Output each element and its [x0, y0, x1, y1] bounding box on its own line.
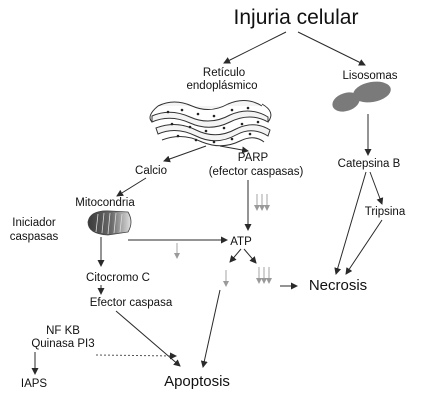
diagram-title: Injuria celular — [234, 6, 359, 29]
iniciador-label-1: Iniciador — [12, 217, 56, 229]
arrow-calcio-to-mitocondria — [116, 177, 147, 197]
endoplasmic-reticulum-illustration — [149, 100, 272, 147]
reticulo-label-2: endoplásmico — [187, 80, 258, 92]
parp-label-2: (efector caspasas) — [209, 166, 304, 178]
mitochondria-illustration — [87, 210, 132, 236]
citocromo-label: Citocromo C — [86, 272, 150, 284]
iniciador-label-2: caspasas — [10, 231, 59, 243]
catepsina-label: Catepsina B — [338, 158, 401, 170]
arrow-catepsina-to-necrosis — [334, 171, 367, 275]
arrow-catepsina-to-tripsina — [369, 171, 384, 205]
lysosome-illustration — [332, 81, 391, 112]
arrow-tripsina-to-necrosis — [345, 219, 383, 275]
arrow-atp-to-right — [243, 248, 257, 264]
arrow-title-to-reticulo — [223, 31, 287, 64]
reticulo-label-1: Retículo — [203, 67, 245, 79]
nfkb-label-2: Quinasa PI3 — [31, 338, 94, 350]
calcio-label: Calcio — [135, 165, 167, 177]
arrow-atp-to-apoptosis — [200, 289, 221, 368]
arrow-efector-to-apoptosis — [115, 310, 181, 367]
arrow-title-to-lisosomas — [297, 31, 366, 66]
atp-label: ATP — [230, 236, 252, 248]
arrow-atp-to-left — [229, 248, 242, 263]
mitocondria-label: Mitocondria — [75, 197, 135, 209]
parp-label-1: PARP — [238, 152, 269, 164]
efector-caspasa-label: Efector caspasa — [90, 297, 173, 309]
necrosis-label: Necrosis — [309, 277, 367, 294]
iaps-label: IAPS — [21, 378, 48, 390]
lisosomas-label: Lisosomas — [343, 70, 398, 82]
dotted-arrow-nfkb-to-apoptosis — [95, 352, 177, 360]
arrow-reticulo-to-calcio — [163, 145, 207, 163]
tripsina-label: Tripsina — [365, 206, 406, 218]
apoptosis-label: Apoptosis — [164, 373, 230, 390]
nfkb-label-1: NF KB — [46, 325, 80, 337]
arrow-reticulo-to-parp — [219, 145, 249, 154]
